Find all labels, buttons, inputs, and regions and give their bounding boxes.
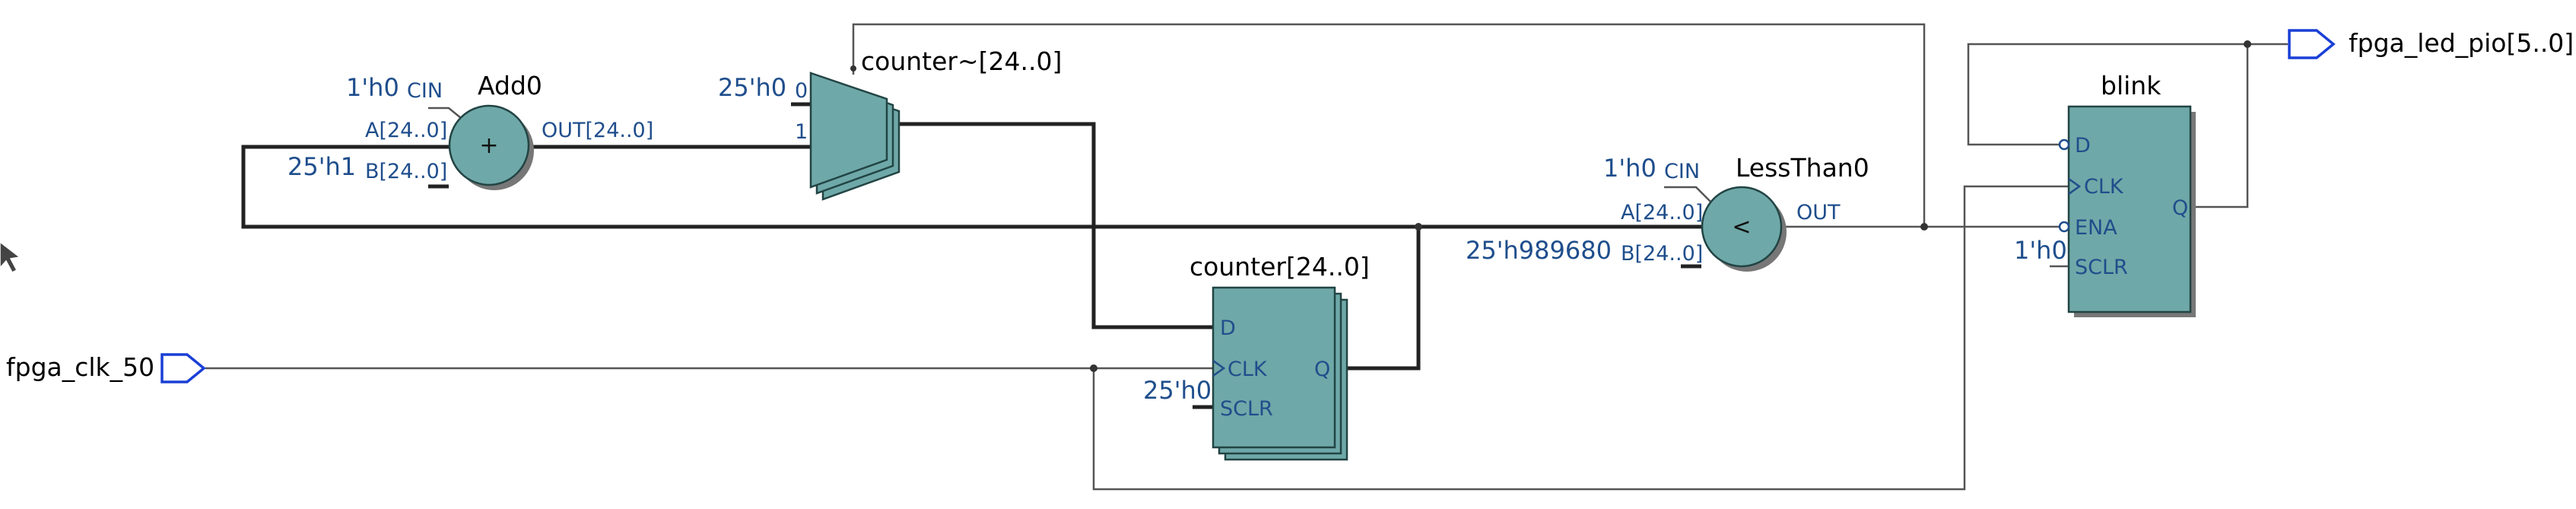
counter-sclr-port: SCLR xyxy=(1220,397,1273,421)
counter-name: counter[24..0] xyxy=(1190,252,1370,282)
wire-add-cin-stub xyxy=(428,107,466,122)
add0-out-port: OUT[24..0] xyxy=(542,119,653,142)
lessthan0-name: LessThan0 xyxy=(1736,153,1869,183)
blink-ena-port: ENA xyxy=(2075,216,2117,240)
add0-b-const: 25'h1 xyxy=(287,152,356,181)
output-led-label: fpga_led_pio[5..0] xyxy=(2349,28,2574,58)
blink-register[interactable]: blink D CLK ENA 1'h0 SCLR Q xyxy=(2014,71,2196,317)
counter-clk-port: CLK xyxy=(1228,358,1268,381)
add0-name: Add0 xyxy=(478,71,542,100)
mux-name: counter~[24..0] xyxy=(861,46,1062,76)
blink-ena-inverter-icon xyxy=(2058,221,2070,233)
add0-b-port: B[24..0] xyxy=(365,160,447,183)
lessthan0-cin-port: CIN xyxy=(1664,160,1700,183)
mouse-cursor-icon xyxy=(0,241,21,273)
wires xyxy=(205,23,2288,491)
lessthan0-a-port: A[24..0] xyxy=(1621,201,1703,224)
wire-counter-q xyxy=(1346,227,1421,371)
lessthan0-body xyxy=(1701,186,1783,268)
counter-clk-triangle-icon xyxy=(1212,359,1226,377)
input-clk-label: fpga_clk_50 xyxy=(6,352,154,382)
counter-q-port: Q xyxy=(1314,358,1330,381)
blink-clk-triangle-icon xyxy=(2068,177,2082,196)
add0-cin-const: 1'h0 xyxy=(346,73,399,102)
wire-clk-to-blink xyxy=(1092,185,2069,491)
junction-dot xyxy=(850,65,856,72)
blink-q-port: Q xyxy=(2172,196,2188,220)
lessthan0-b-const: 25'h989680 xyxy=(1466,236,1612,265)
lessthan0-symbol: < xyxy=(1732,214,1751,240)
blink-body xyxy=(2067,105,2192,313)
add0-block[interactable]: + Add0 1'h0 CIN A[24..0] 25'h1 B[24..0] … xyxy=(287,71,653,190)
input-pin-clk[interactable]: fpga_clk_50 xyxy=(6,352,206,383)
output-pin-led[interactable]: fpga_led_pio[5..0] xyxy=(2288,28,2574,59)
blink-clk-port: CLK xyxy=(2084,175,2124,199)
junction-dot xyxy=(2244,40,2251,48)
blink-sclr-port: SCLR xyxy=(2075,256,2128,279)
output-pin-icon xyxy=(2288,29,2336,59)
add0-a-port: A[24..0] xyxy=(365,119,447,142)
blink-d-inverter-icon xyxy=(2058,138,2070,151)
mux-body xyxy=(809,72,888,189)
mux-in0-const: 25'h0 xyxy=(718,73,786,102)
counter-sclr-const: 25'h0 xyxy=(1143,376,1212,405)
counter-register[interactable]: counter[24..0] D CLK 25'h0 SCLR Q xyxy=(1143,252,1370,461)
junction-dot xyxy=(1920,223,1928,231)
wire-blink-q xyxy=(2192,43,2288,208)
blink-d-port: D xyxy=(2075,134,2091,157)
wire-mux-select xyxy=(852,23,1926,227)
lessthan0-b-port: B[24..0] xyxy=(1621,242,1703,266)
add0-cin-port: CIN xyxy=(407,79,443,103)
wire-feedback-to-add-a xyxy=(241,145,1418,229)
input-pin-icon xyxy=(160,353,206,383)
lessthan0-block[interactable]: < LessThan0 1'h0 CIN A[24..0] 25'h989680… xyxy=(1466,153,1869,272)
add0-symbol: + xyxy=(479,132,498,159)
counter-body xyxy=(1212,286,1336,449)
add0-body xyxy=(448,104,530,186)
lessthan0-cin-const: 1'h0 xyxy=(1603,154,1656,183)
lessthan0-out-port: OUT xyxy=(1796,201,1841,224)
counter-d-port: D xyxy=(1220,317,1236,340)
mux-in0-label: 0 xyxy=(795,79,808,103)
wire-blink-feedback xyxy=(1967,43,2247,146)
mux-block[interactable]: counter~[24..0] 25'h0 0 1 xyxy=(718,46,1062,201)
mux-in1-label: 1 xyxy=(795,120,808,144)
junction-dot xyxy=(1090,364,1097,372)
junction-dot xyxy=(1415,223,1422,231)
blink-sclr-const: 1'h0 xyxy=(2014,236,2067,265)
blink-name: blink xyxy=(2101,71,2161,100)
wire-lessthan-cin-stub xyxy=(1664,186,1714,205)
